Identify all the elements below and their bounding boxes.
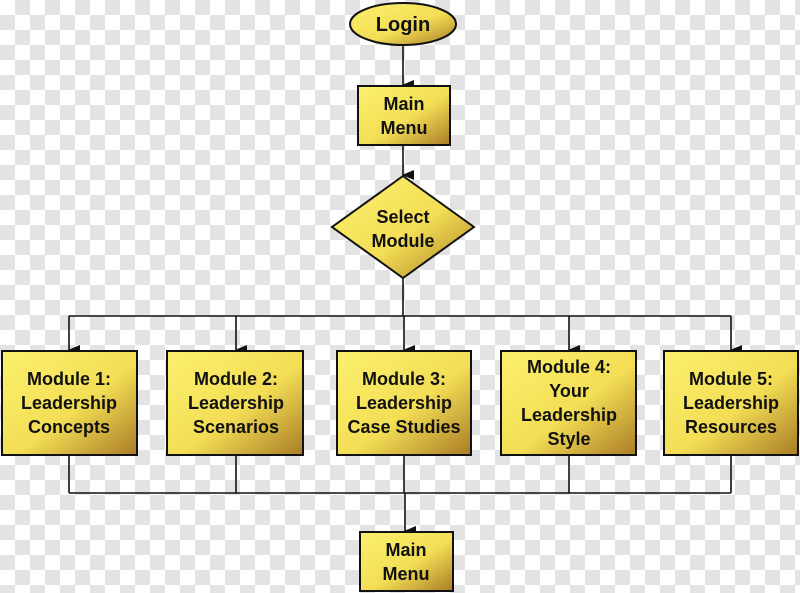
- login-node: Login: [349, 2, 457, 46]
- module-line: Scenarios: [193, 417, 279, 437]
- module-line: Your: [549, 381, 589, 401]
- module-line: Leadership: [21, 393, 117, 413]
- connectors: [68, 45, 742, 536]
- module-line: Leadership: [356, 393, 452, 413]
- module-2-node: Module 2: Leadership Scenarios: [166, 350, 304, 456]
- main-menu-top-line: Menu: [381, 118, 428, 138]
- module-line: Module 1:: [27, 369, 111, 389]
- module-line: Resources: [685, 417, 777, 437]
- module-line: Module 4:: [527, 357, 611, 377]
- module-line: Case Studies: [347, 417, 460, 437]
- decision-line: Select: [376, 207, 429, 227]
- module-line: Leadership: [521, 405, 617, 425]
- main-menu-top-node: Main Menu: [357, 85, 451, 146]
- main-menu-top-line: Main: [383, 94, 424, 114]
- select-module-decision: Select Module: [330, 174, 476, 280]
- module-line: Module 2:: [194, 369, 278, 389]
- module-1-node: Module 1: Leadership Concepts: [1, 350, 138, 456]
- login-label: Login: [376, 14, 430, 36]
- main-menu-bottom-node: Main Menu: [359, 531, 454, 592]
- main-menu-bottom-line: Menu: [383, 564, 430, 584]
- module-line: Leadership: [683, 393, 779, 413]
- module-3-node: Module 3: Leadership Case Studies: [336, 350, 472, 456]
- module-line: Style: [547, 429, 590, 449]
- decision-line: Module: [372, 231, 435, 251]
- main-menu-bottom-line: Main: [385, 540, 426, 560]
- module-line: Leadership: [188, 393, 284, 413]
- module-4-node: Module 4: Your Leadership Style: [500, 350, 637, 456]
- module-line: Concepts: [28, 417, 110, 437]
- module-line: Module 5:: [689, 369, 773, 389]
- module-line: Module 3:: [362, 369, 446, 389]
- module-5-node: Module 5: Leadership Resources: [663, 350, 799, 456]
